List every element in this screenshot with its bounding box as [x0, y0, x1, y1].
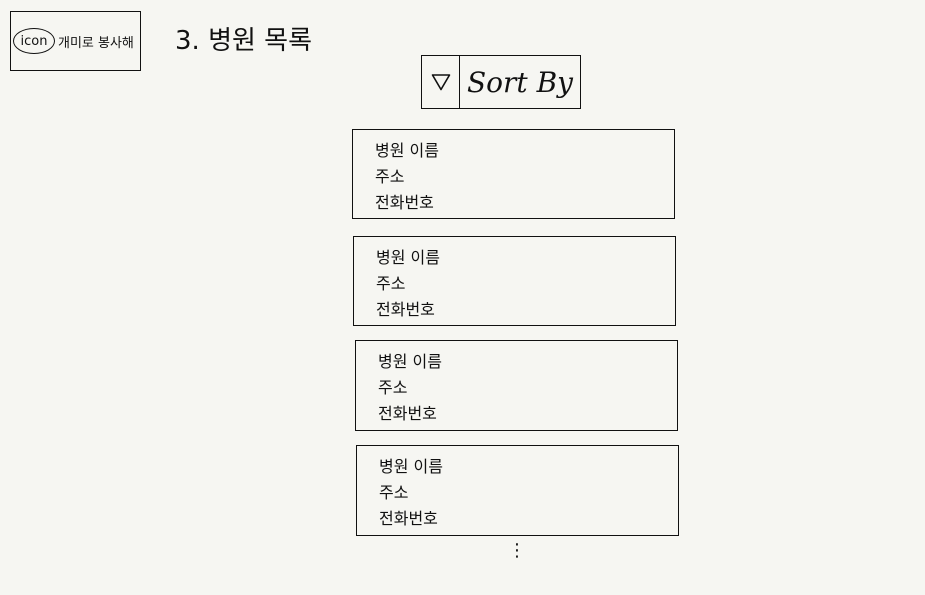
page-title: 3. 병원 목록: [175, 26, 313, 56]
hospital-card[interactable]: 병원 이름 주소 전화번호: [355, 340, 678, 431]
sort-by-dropdown[interactable]: Sort By: [421, 55, 581, 109]
hospital-phone: 전화번호: [378, 404, 437, 423]
app-name: 개미로 봉사해: [58, 35, 134, 51]
hospital-card[interactable]: 병원 이름 주소 전화번호: [356, 445, 679, 536]
app-icon: icon: [13, 28, 55, 54]
more-results-indicator: ⋮: [508, 540, 526, 561]
hospital-name: 병원 이름: [375, 141, 439, 160]
hospital-phone: 전화번호: [375, 193, 434, 212]
hospital-address: 주소: [379, 483, 409, 502]
app-logo[interactable]: icon 개미로 봉사해: [10, 11, 141, 71]
hospital-name: 병원 이름: [376, 248, 440, 267]
triangle-down-icon[interactable]: [422, 56, 460, 108]
hospital-address: 주소: [375, 167, 405, 186]
hospital-phone: 전화번호: [376, 300, 435, 319]
app-icon-label: icon: [20, 33, 48, 49]
hospital-name: 병원 이름: [378, 352, 442, 371]
hospital-address: 주소: [376, 274, 406, 293]
hospital-card[interactable]: 병원 이름 주소 전화번호: [353, 236, 676, 326]
hospital-address: 주소: [378, 378, 408, 397]
sort-by-label: Sort By: [467, 65, 573, 99]
hospital-card[interactable]: 병원 이름 주소 전화번호: [352, 129, 675, 219]
hospital-phone: 전화번호: [379, 509, 438, 528]
hospital-name: 병원 이름: [379, 457, 443, 476]
